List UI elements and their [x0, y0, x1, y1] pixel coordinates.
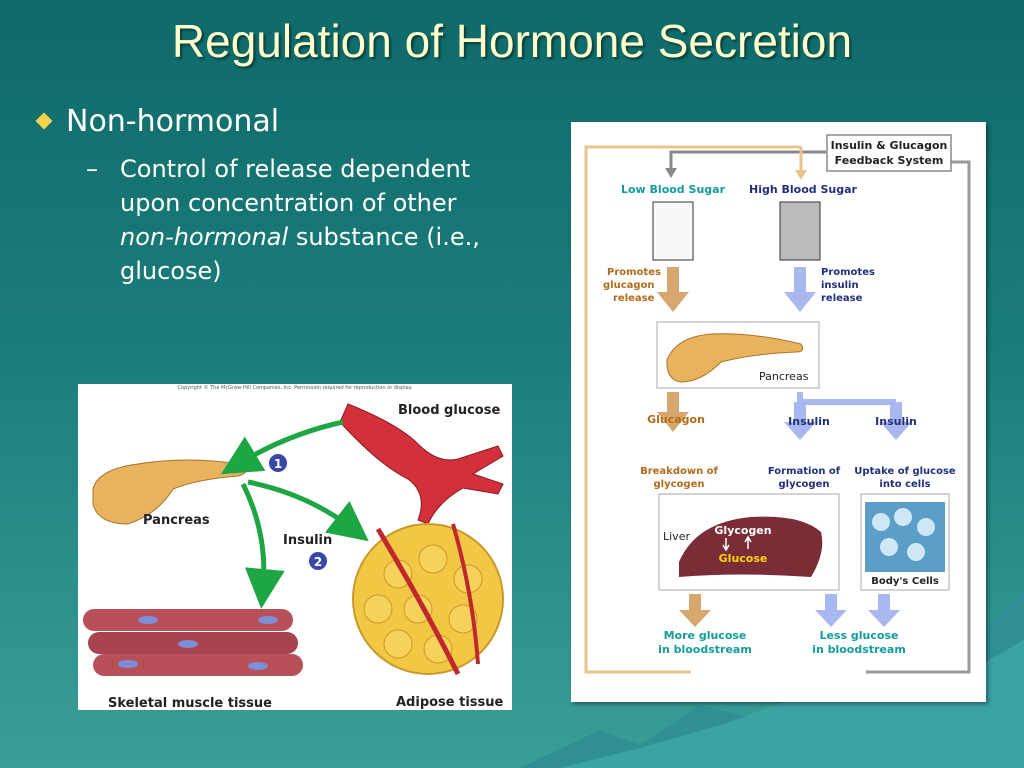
low-sugar-vial: [652, 201, 694, 261]
arrow-to-adipose: [247, 479, 369, 542]
liver-label: Liver: [663, 530, 690, 543]
diamond-bullet-icon: [35, 112, 53, 130]
less-glucose-2: in bloodstream: [812, 643, 906, 656]
tan-arrow-3: [679, 594, 711, 627]
glycogen-label: Glycogen: [714, 524, 771, 537]
breakdown-2: glycogen: [654, 479, 705, 490]
bullet-non-hormonal: Non-hormonal: [35, 104, 280, 139]
blue-branch: [797, 392, 896, 405]
adipose-tissue-icon: [352, 523, 504, 676]
more-glucose-1: More glucose: [664, 629, 747, 642]
step-1-badge: [269, 454, 287, 472]
insulin-label-b: Insulin: [875, 415, 917, 428]
promotes-insulin-1: Promotes: [821, 267, 875, 278]
uptake-2: into cells: [879, 479, 930, 490]
blue-arrow-3: [880, 402, 912, 440]
glucose-label: Glucose: [719, 552, 768, 565]
adipose-label: Adipose tissue: [396, 695, 504, 710]
right-pancreas-label: Pancreas: [759, 370, 809, 383]
glucose-figure-svg: Copyright © The McGraw-Hill Companies, I…: [83, 384, 504, 711]
liver-icon: [679, 516, 823, 577]
promotes-glucagon-1: Promotes: [607, 267, 661, 278]
glucose-regulation-figure: Copyright © The McGraw-Hill Companies, I…: [78, 384, 512, 711]
body-cells-label: Body's Cells: [871, 576, 939, 587]
sub-bullet: – Control of release dependent upon conc…: [86, 152, 508, 288]
step-2-badge: [309, 552, 327, 570]
feedback-system-figure: Insulin & Glucagon Feedback System Low B…: [571, 122, 986, 702]
promotes-insulin-3: release: [821, 293, 863, 304]
feedback-figure-svg: Insulin & Glucagon Feedback System Low B…: [584, 134, 971, 674]
promotes-insulin-2: insulin: [821, 280, 859, 291]
insulin-label: Insulin: [283, 533, 332, 548]
arrow-to-pancreas: [220, 419, 344, 475]
left-pancreas-label: Pancreas: [143, 513, 210, 528]
slide-title: Regulation of Hormone Secretion: [171, 15, 853, 67]
feedback-loop-left: [584, 145, 801, 674]
sub-text-italic: non-hormonal: [120, 223, 289, 251]
sub-text-part-1: Control of release dependent upon concen…: [120, 155, 471, 217]
promotes-glucagon-2: glucagon: [603, 280, 655, 291]
formation-1: Formation of: [768, 466, 841, 477]
system-title-line2: Feedback System: [835, 154, 944, 167]
sub-bullet-text: Control of release dependent upon concen…: [120, 152, 508, 288]
low-sugar-label: Low Blood Sugar: [621, 183, 726, 196]
pancreas-icon: [92, 459, 246, 525]
more-glucose-2: in bloodstream: [658, 643, 752, 656]
tan-arrow-1: [657, 267, 689, 312]
blue-arrow-5: [868, 594, 900, 627]
system-title-line1: Insulin & Glucagon: [831, 139, 948, 152]
system-title-box: [826, 134, 952, 172]
high-sugar-vial: [779, 201, 821, 261]
bullet-text: Non-hormonal: [66, 104, 280, 139]
blue-arrow-4: [815, 594, 847, 627]
promotes-glucagon-3: release: [613, 293, 655, 304]
uptake-1: Uptake of glucose: [854, 466, 956, 477]
blood-glucose-label: Blood glucose: [398, 403, 500, 418]
skeletal-muscle-icon: [83, 609, 303, 676]
blood-vessel-icon: [339, 403, 504, 525]
high-sugar-label: High Blood Sugar: [749, 183, 858, 196]
skeletal-muscle-label: Skeletal muscle tissue: [108, 696, 272, 710]
right-pancreas-icon: [666, 333, 804, 383]
step-2-number: 2: [314, 555, 322, 569]
sub-text-part-2: substance (i.e., glucose): [120, 223, 480, 285]
formation-2: glycogen: [779, 479, 830, 490]
tan-arrow-2: [657, 392, 689, 432]
copyright-text: Copyright © The McGraw-Hill Companies, I…: [178, 384, 413, 391]
dash-bullet: –: [86, 155, 98, 183]
feedback-loop-right: [669, 150, 826, 170]
breakdown-1: Breakdown of: [640, 466, 718, 477]
insulin-label-a: Insulin: [788, 415, 830, 428]
blue-arrow-2: [784, 402, 816, 440]
less-glucose-1: Less glucose: [820, 629, 899, 642]
feedback-loop-bottom-right: [866, 160, 971, 674]
arrow-to-muscle: [240, 482, 285, 609]
step-1-number: 1: [274, 457, 282, 471]
blue-arrow-1: [784, 267, 816, 312]
glucagon-label: Glucagon: [647, 413, 705, 426]
